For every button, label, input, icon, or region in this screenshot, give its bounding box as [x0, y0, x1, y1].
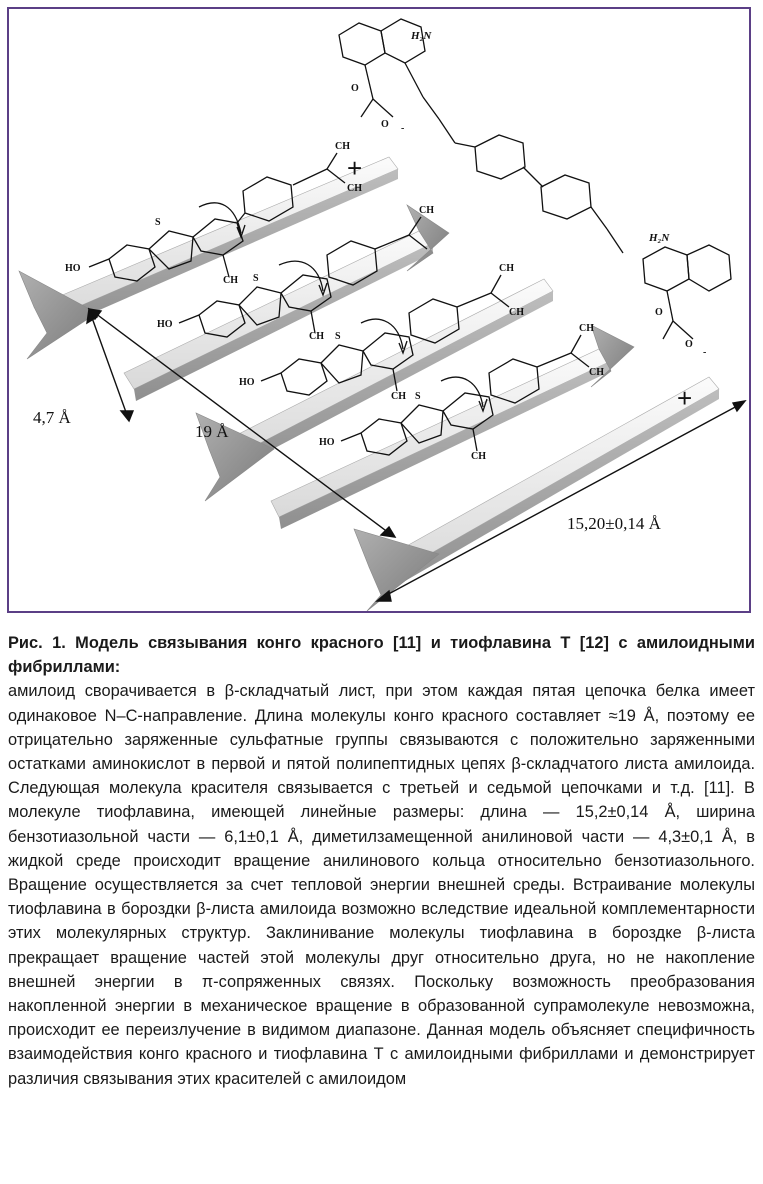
atom-o-top-1: O — [351, 83, 359, 94]
atom-ch3-2a: CH — [419, 205, 434, 216]
atom-ch3-1: CH — [223, 275, 238, 286]
atom-s-2: S — [253, 273, 259, 284]
plus-charge-bottom: + — [677, 383, 692, 413]
atom-h2n-bottom: H₂N — [648, 232, 670, 244]
atom-ch3-1b: CH — [347, 183, 362, 194]
beta-strand-5 — [354, 377, 719, 611]
atom-h2n-top: H₂N — [410, 30, 432, 42]
atom-ch3-4: CH — [471, 451, 486, 462]
atom-ho-2: HO — [157, 319, 173, 330]
dimension-label-19: 19 Å — [195, 422, 229, 441]
figure-caption: Рис. 1. Модель связывания конго красного… — [8, 631, 755, 1091]
atom-ch3-3a: CH — [499, 263, 514, 274]
atom-s-1: S — [155, 217, 161, 228]
atom-o-bottom-1: O — [655, 307, 663, 318]
atom-ho-3: HO — [239, 377, 255, 388]
atom-s-3: S — [335, 331, 341, 342]
atom-ch3-1a: CH — [335, 141, 350, 152]
atom-ch3-3: CH — [391, 391, 406, 402]
atom-ch3-4a: CH — [579, 323, 594, 334]
dimension-label-4-7: 4,7 Å — [33, 408, 72, 427]
beta-strand-4 — [271, 325, 634, 529]
atom-ch3-3b: CH — [509, 307, 524, 318]
caption-body: амилоид сворачивается в β-складчатый лис… — [8, 679, 755, 1090]
atom-ho-4: HO — [319, 437, 335, 448]
atom-o-bottom-2: O — [685, 339, 693, 350]
atom-o-top-2: O — [381, 119, 389, 130]
atom-minus-bottom: - — [703, 347, 706, 358]
atom-ch3-2: CH — [309, 331, 324, 342]
atom-ho-1: HO — [65, 263, 81, 274]
atom-minus-top: - — [401, 123, 404, 134]
beta-strands — [19, 157, 719, 611]
plus-charge-top: + — [347, 153, 362, 183]
caption-title: Рис. 1. Модель связывания конго красного… — [8, 631, 755, 679]
binding-diagram: HO S CH CH CH HO S CH CH HO S CH CH CH H… — [9, 9, 749, 611]
atom-ch3-4b: CH — [589, 367, 604, 378]
atom-s-4: S — [415, 391, 421, 402]
beta-strand-1 — [19, 157, 398, 359]
dimension-label-15-20: 15,20±0,14 Å — [567, 514, 662, 533]
figure-frame: HO S CH CH CH HO S CH CH HO S CH CH CH H… — [7, 7, 751, 613]
